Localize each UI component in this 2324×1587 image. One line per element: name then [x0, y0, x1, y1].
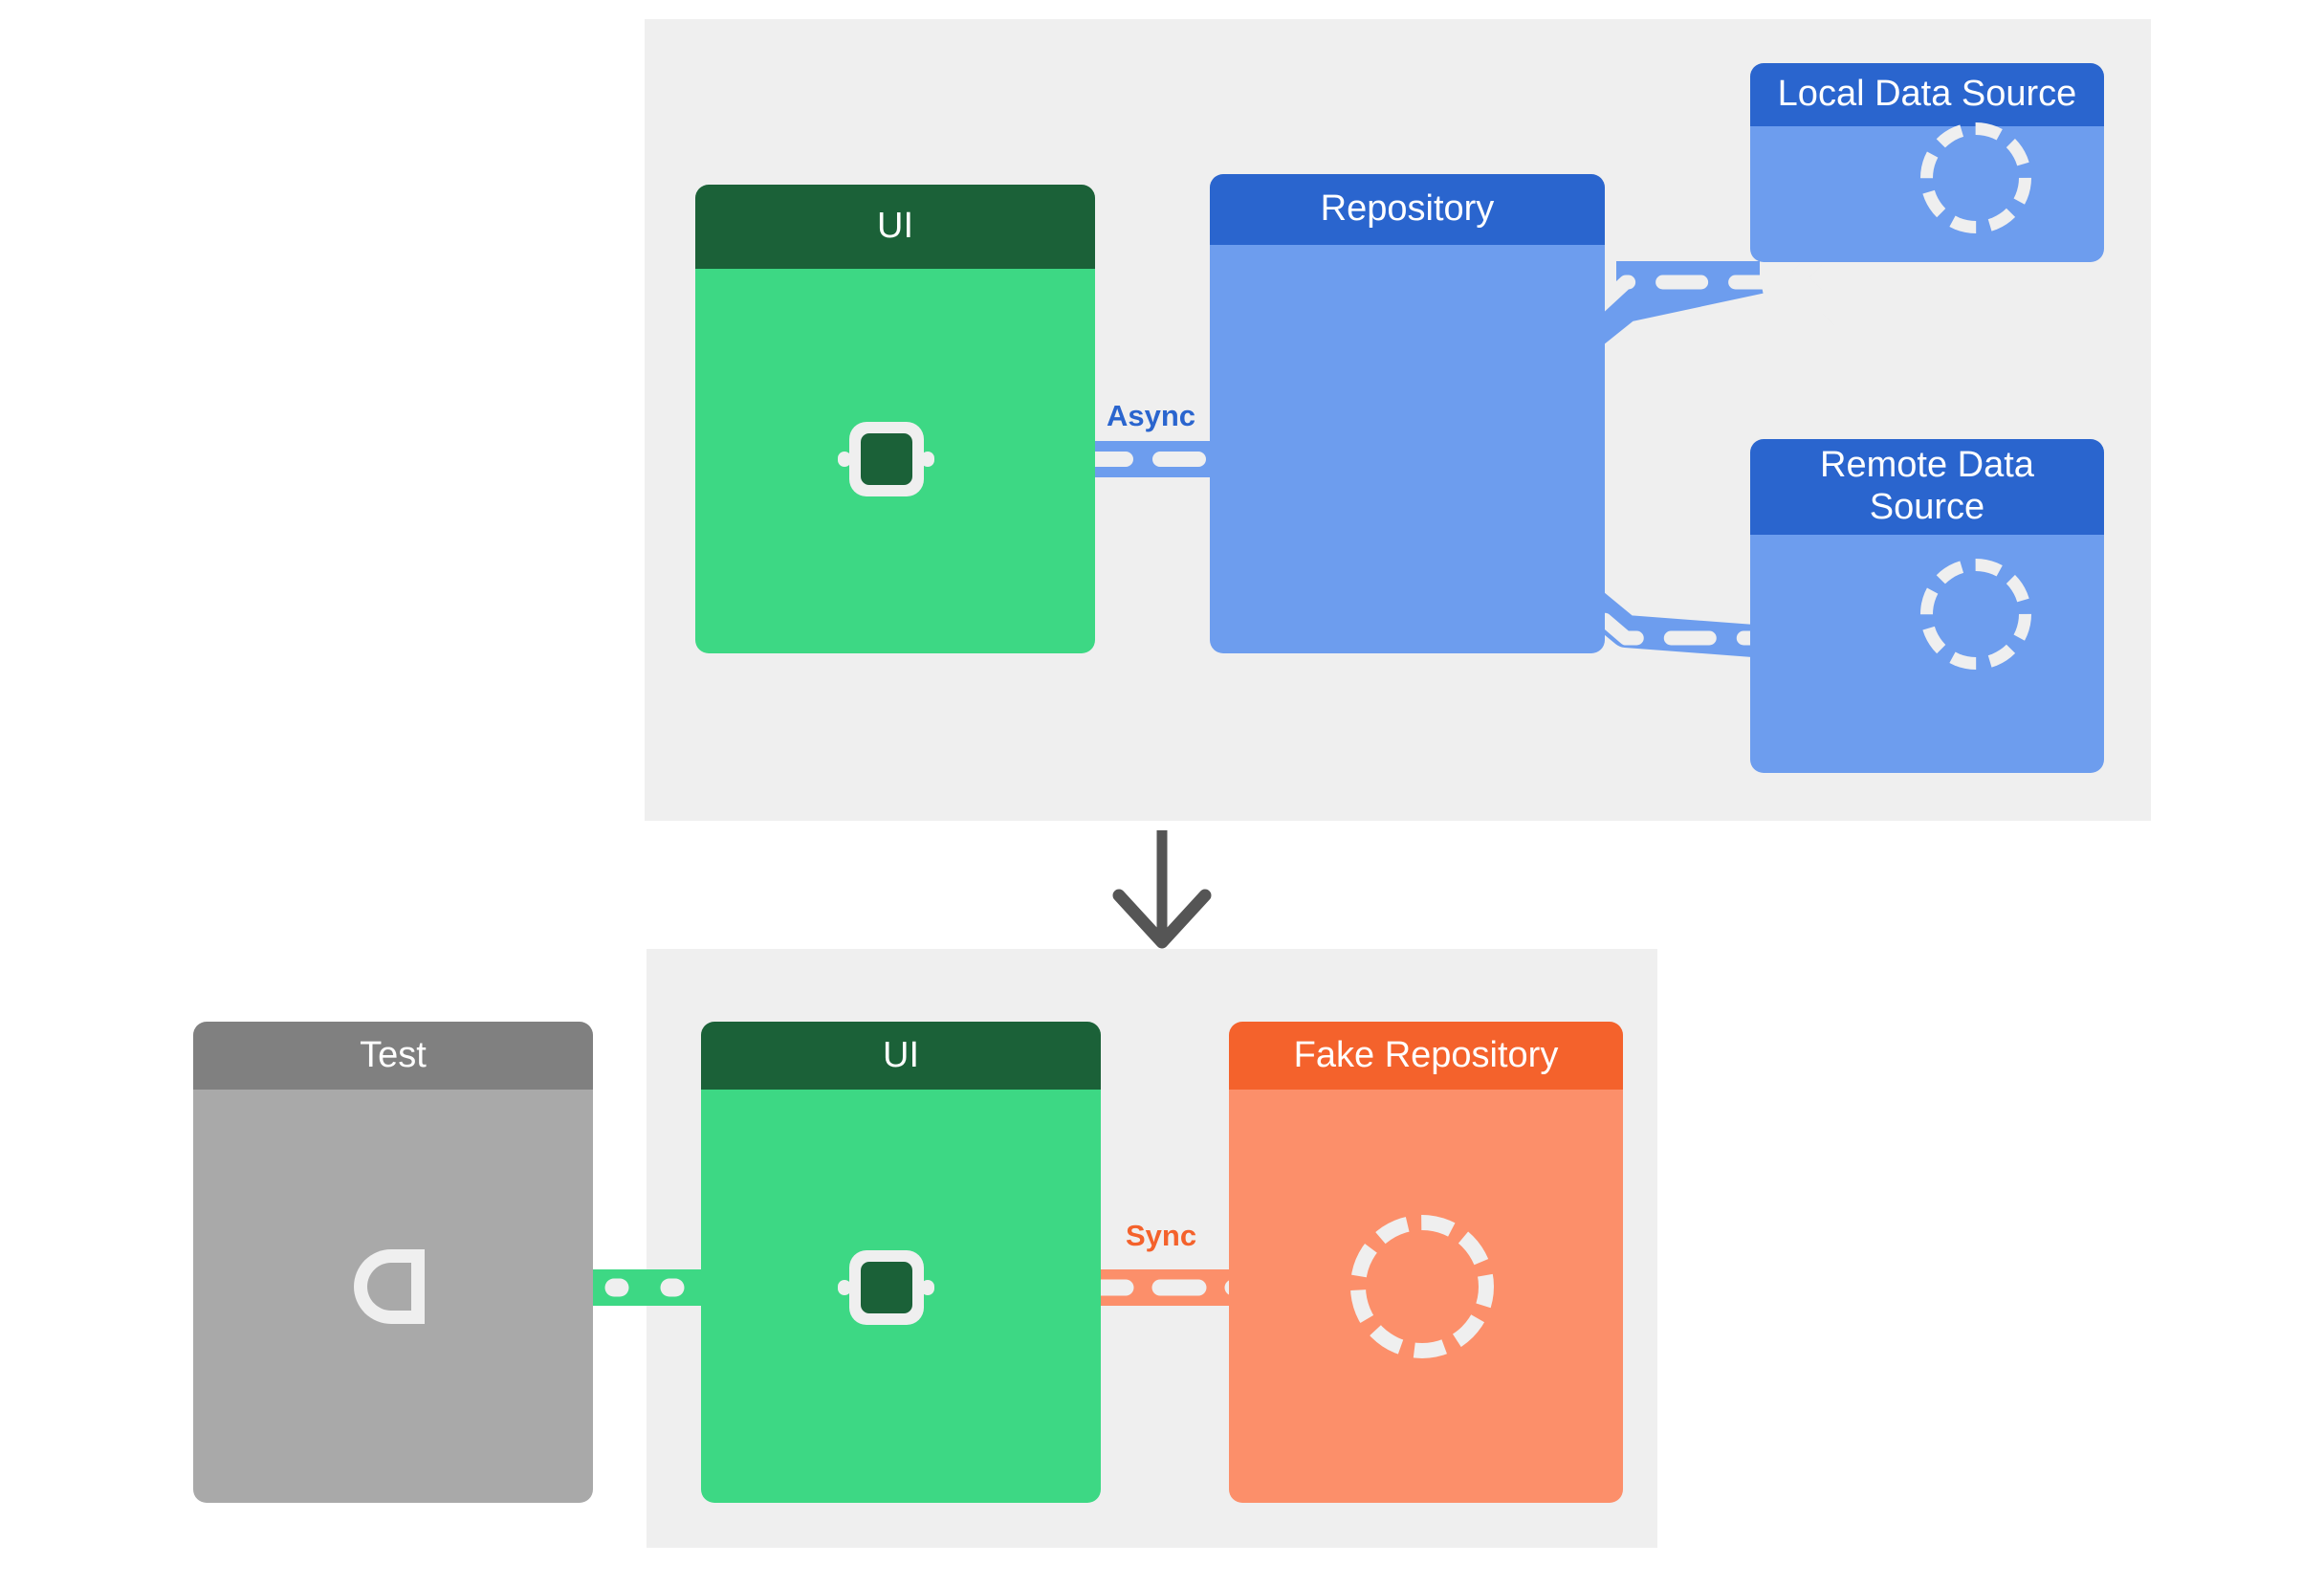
loading-spinner-icon	[1920, 122, 2031, 233]
card-body-repository	[1210, 245, 1605, 653]
card-title-repository: Repository	[1210, 174, 1605, 245]
card-remote-data-source[interactable]: Remote Data Source	[1750, 439, 2104, 773]
plug-nub-left-icon	[838, 452, 851, 467]
loading-spinner-icon	[1350, 1215, 1494, 1358]
plug-nub-right-icon	[921, 452, 934, 467]
card-title-ui-test: UI	[701, 1022, 1101, 1090]
connector-label-sync: Sync	[1126, 1219, 1197, 1252]
card-title-remote-line1: Remote Data	[1820, 445, 2034, 486]
card-title-ui-production: UI	[695, 185, 1095, 269]
plug-square-icon	[849, 1250, 924, 1325]
socket-d-cap-icon	[411, 1249, 425, 1324]
card-ui-production[interactable]: UI	[695, 185, 1095, 653]
panel-flow-arrow	[1112, 830, 1212, 949]
card-title-fake-repository: Fake Repository	[1229, 1022, 1623, 1090]
card-test[interactable]: Test	[193, 1022, 593, 1503]
card-repository[interactable]: Repository	[1210, 174, 1605, 653]
card-title-local-data-source: Local Data Source	[1750, 63, 2104, 126]
connector-label-async: Async	[1107, 399, 1196, 432]
plug-square-icon	[849, 422, 924, 496]
loading-spinner-icon	[1920, 559, 2031, 670]
card-title-remote-data-source: Remote Data Source	[1750, 439, 2104, 535]
card-title-test: Test	[193, 1022, 593, 1090]
plug-nub-left-icon	[838, 1280, 851, 1295]
card-body-remote-data-source	[1750, 535, 2104, 773]
plug-nub-right-icon	[921, 1280, 934, 1295]
card-title-remote-line2: Source	[1869, 487, 1985, 527]
